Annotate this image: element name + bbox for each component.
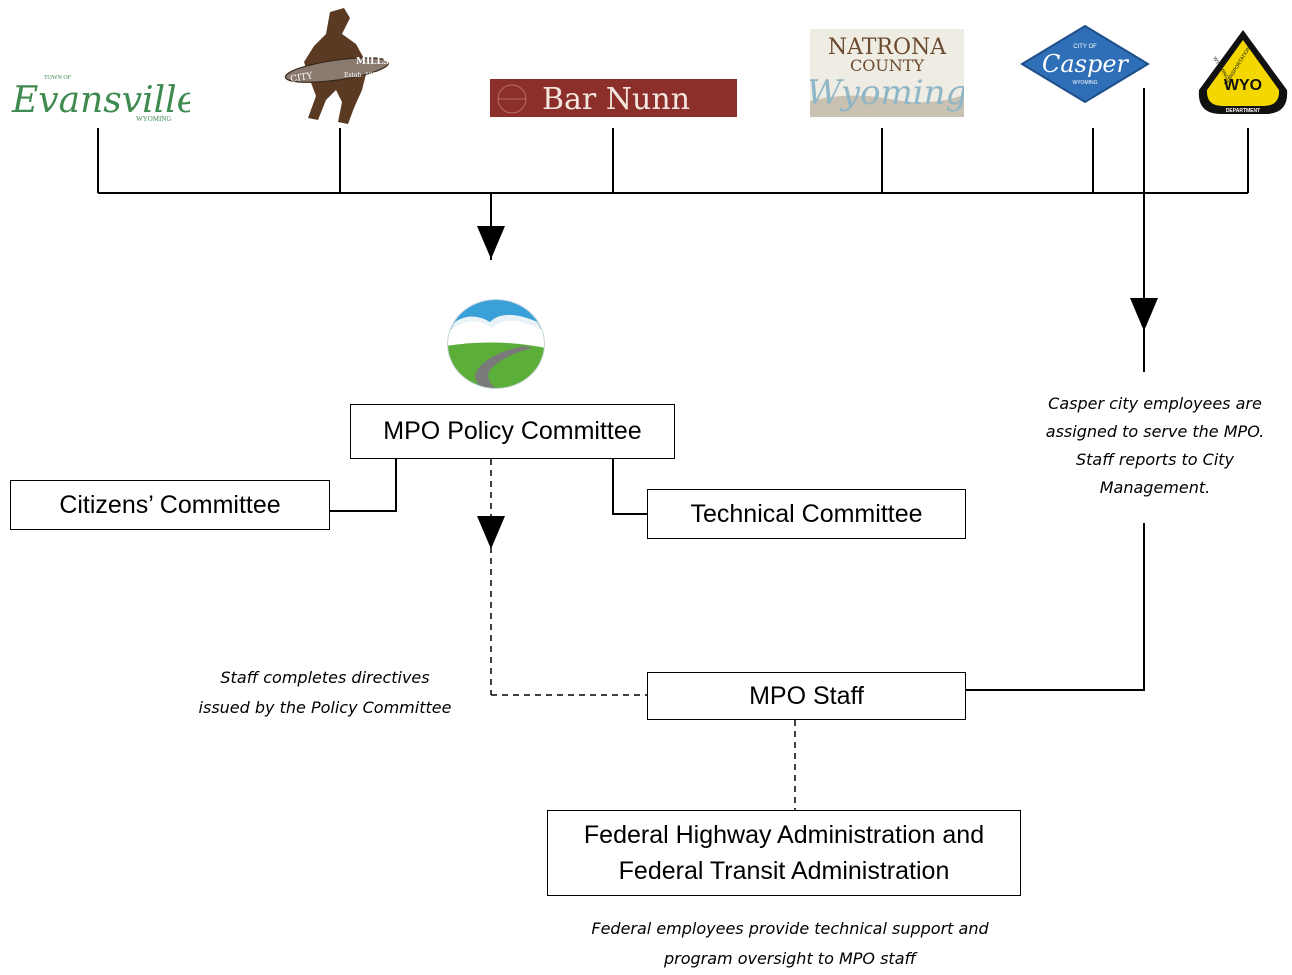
evansville-logo: TOWN OF Evansville WYOMING — [8, 66, 198, 126]
casper-employees-note: Casper city employees are assigned to se… — [1024, 390, 1286, 502]
natrona-line2-text: COUNTY — [850, 56, 925, 75]
casper-note-line: Staff reports to City — [1075, 450, 1234, 469]
wydot-mark-text: WYO — [1224, 77, 1262, 94]
natrona-county-logo: NATRONA COUNTY Wyoming — [807, 29, 967, 117]
natrona-line1-text: NATRONA — [828, 35, 947, 60]
mills-name-text: MILLS — [356, 57, 389, 67]
staff-directives-line: issued by the Policy Committee — [198, 698, 452, 717]
federal-line2-label: Federal Transit Administration — [618, 857, 950, 885]
arrowhead-down-icon — [1130, 298, 1158, 331]
federal-employees-note: Federal employees provide technical supp… — [555, 914, 1025, 974]
wydot-bottom-text: DEPARTMENT — [1226, 108, 1260, 114]
mpo-policy-committee-box: MPO Policy Committee — [350, 404, 675, 459]
casper-note-line: Casper city employees are — [1048, 394, 1262, 413]
arrowhead-down-icon — [477, 516, 505, 549]
federal-line1-label: Federal Highway Administration and — [583, 821, 985, 849]
citizens-connector — [330, 459, 397, 512]
mpo-policy-committee-label: MPO Policy Committee — [383, 417, 642, 445]
mills-estab-text: Estab. 1921 — [344, 72, 380, 79]
federal-administration-box: Federal Highway Administration and Feder… — [547, 810, 1021, 896]
technical-connector — [612, 459, 647, 515]
casper-top-text: CITY OF — [1073, 44, 1097, 50]
mpo-staff-label: MPO Staff — [749, 681, 864, 710]
federal-note-line: Federal employees provide technical supp… — [591, 919, 989, 938]
casper-note-line: Management. — [1099, 478, 1211, 497]
evansville-name-text: Evansville — [11, 80, 190, 121]
staff-directives-line: Staff completes directives — [220, 668, 430, 687]
staff-directives-note: Staff completes directives issued by the… — [180, 663, 470, 723]
mpo-staff-box: MPO Staff — [647, 672, 966, 720]
casper-staff-line-bottom — [966, 523, 1145, 691]
bar-nunn-logo: Bar Nunn — [490, 79, 737, 117]
federal-note-line: program oversight to MPO staff — [663, 949, 917, 968]
technical-committee-label: Technical Committee — [690, 499, 923, 528]
casper-note-line: assigned to serve the MPO. — [1045, 422, 1265, 441]
casper-state-text: WYOMING — [1073, 80, 1098, 86]
mpo-logo — [446, 298, 546, 390]
mills-city-text: CITY — [290, 71, 315, 85]
arrowhead-down-icon — [477, 226, 505, 259]
casper-logo: CITY OF Casper WYOMING — [1020, 24, 1150, 106]
citizens-committee-label: Citizens’ Committee — [59, 490, 281, 519]
wydot-logo: WYO DEPARTMENT WYOMING TRANSPORTATION — [1195, 28, 1291, 118]
technical-committee-box: Technical Committee — [647, 489, 966, 539]
natrona-line3-text: Wyoming — [810, 73, 964, 113]
citizens-committee-box: Citizens’ Committee — [10, 480, 330, 530]
bar-nunn-name-text: Bar Nunn — [542, 82, 690, 117]
evansville-state-text: WYOMING — [136, 115, 171, 123]
mills-logo: CITY MILLS Estab. 1921 — [282, 4, 392, 128]
casper-name-text: Casper — [1042, 50, 1130, 78]
evansville-small-text: TOWN OF — [44, 75, 72, 81]
